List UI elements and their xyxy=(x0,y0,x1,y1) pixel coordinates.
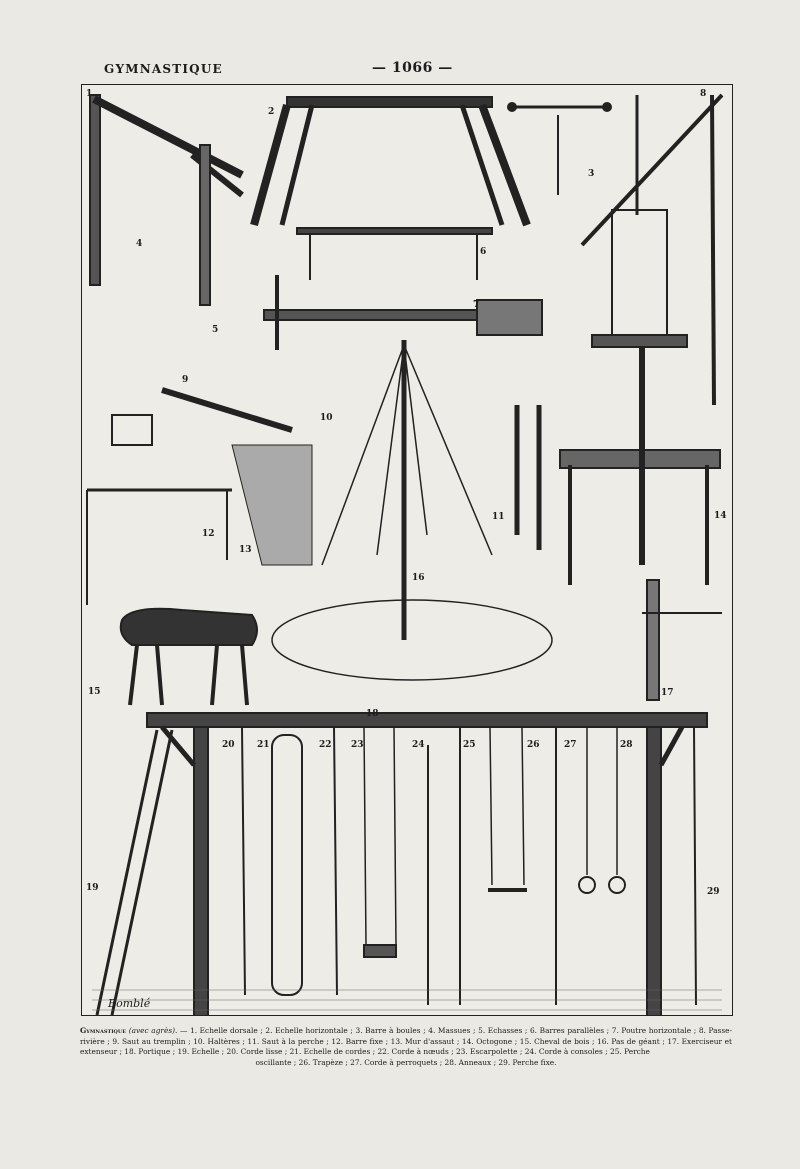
horizontal-ladder-illustration xyxy=(250,96,531,227)
figure-number: 1 xyxy=(86,89,93,99)
figure-number: 21 xyxy=(257,740,270,750)
figure-number: 14 xyxy=(714,511,727,521)
wooden-horse-illustration xyxy=(119,607,258,706)
figure-number: 18 xyxy=(366,709,379,719)
engraving-illustration xyxy=(86,93,724,1015)
figure-number: 11 xyxy=(492,512,505,522)
caption-last-line: oscillante ; 26. Trapèze ; 27. Corde à p… xyxy=(255,1057,557,1067)
dorsal-ladder-illustration xyxy=(89,94,244,306)
figure-caption: Gymnastique (avec agrès). — 1. Echelle d… xyxy=(80,1026,732,1068)
figure-number: 7 xyxy=(473,300,480,310)
caption-body: — 1. Echelle dorsale ; 2. Echelle horizo… xyxy=(80,1026,732,1057)
exerciser-illustration xyxy=(642,579,722,701)
figure-number: 25 xyxy=(463,740,476,750)
figure-number: 10 xyxy=(320,413,333,423)
figure-number: 24 xyxy=(412,740,425,750)
ground-hatching xyxy=(92,989,722,1011)
barbell-figure-illustration xyxy=(507,102,612,195)
figure-number: 13 xyxy=(239,545,252,555)
figure-number: 29 xyxy=(707,887,720,897)
figure-number: 27 xyxy=(564,740,577,750)
figure-number: 26 xyxy=(527,740,540,750)
figure-number: 28 xyxy=(620,740,633,750)
figure-number: 16 xyxy=(412,573,425,583)
figure-number: 15 xyxy=(88,687,101,697)
figure-number: 22 xyxy=(319,740,332,750)
figure-number: 20 xyxy=(222,740,235,750)
figure-number: 17 xyxy=(661,688,674,698)
artist-signature: Bomblé xyxy=(108,997,151,1010)
springboard-illustration xyxy=(111,387,293,446)
octagon-tower-illustration xyxy=(559,93,724,585)
figure-number: 6 xyxy=(480,247,487,257)
parallel-bars-illustration xyxy=(296,227,493,280)
caption-lead: Gymnastique xyxy=(80,1026,127,1035)
figure-number: 5 xyxy=(212,325,219,335)
fixed-bar-illustration xyxy=(86,488,232,605)
figure-number: 12 xyxy=(202,529,215,539)
caption-subtitle: (avec agrès). xyxy=(128,1026,178,1035)
figure-number: 3 xyxy=(588,169,595,179)
page-number: — 1066 — xyxy=(372,60,453,76)
horizontal-beam-illustration xyxy=(263,275,543,350)
figure-number: 8 xyxy=(700,89,707,99)
header-title: GYMNASTIQUE xyxy=(104,62,223,76)
figure-number: 9 xyxy=(182,375,189,385)
pole-vault-illustration xyxy=(514,405,542,550)
figure-number: 19 xyxy=(86,883,99,893)
portico-illustration xyxy=(95,712,708,1015)
giant-steps-illustration xyxy=(271,340,553,681)
assault-wall-illustration xyxy=(231,444,313,566)
engraving-plate: 1 2 3 4 5 6 7 8 9 10 11 12 13 14 15 16 1… xyxy=(81,84,733,1016)
figure-number: 23 xyxy=(351,740,364,750)
figure-number: 4 xyxy=(136,239,143,249)
figure-number: 2 xyxy=(268,107,275,117)
